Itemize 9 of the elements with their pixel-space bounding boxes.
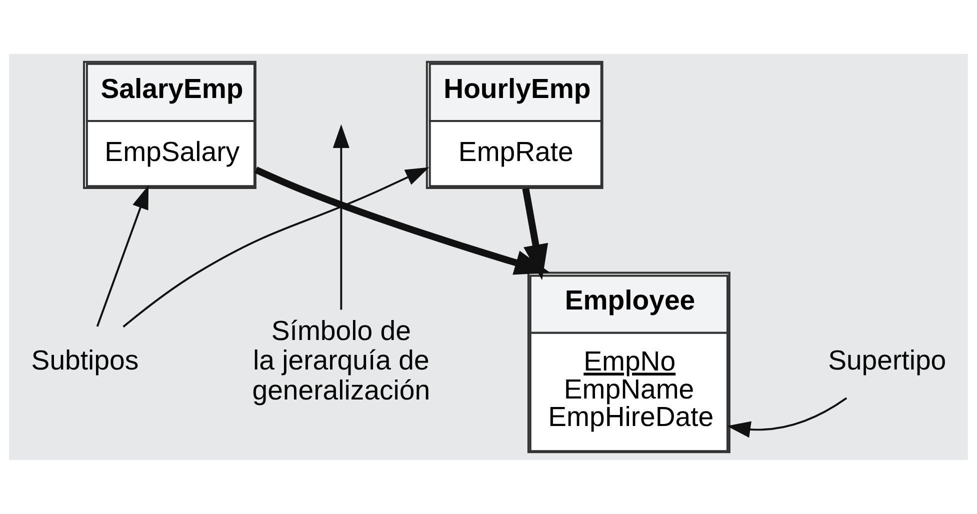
arrow [332,124,350,310]
node-text: Supertipo [828,344,946,376]
arrow [96,185,149,327]
arrow [726,397,848,438]
arrow [254,166,550,275]
arrow [522,188,548,280]
node-text: Símbolo de la jerarquía de generalización [252,315,430,406]
arrow [122,167,430,328]
node-text: Subtipos [31,344,139,376]
